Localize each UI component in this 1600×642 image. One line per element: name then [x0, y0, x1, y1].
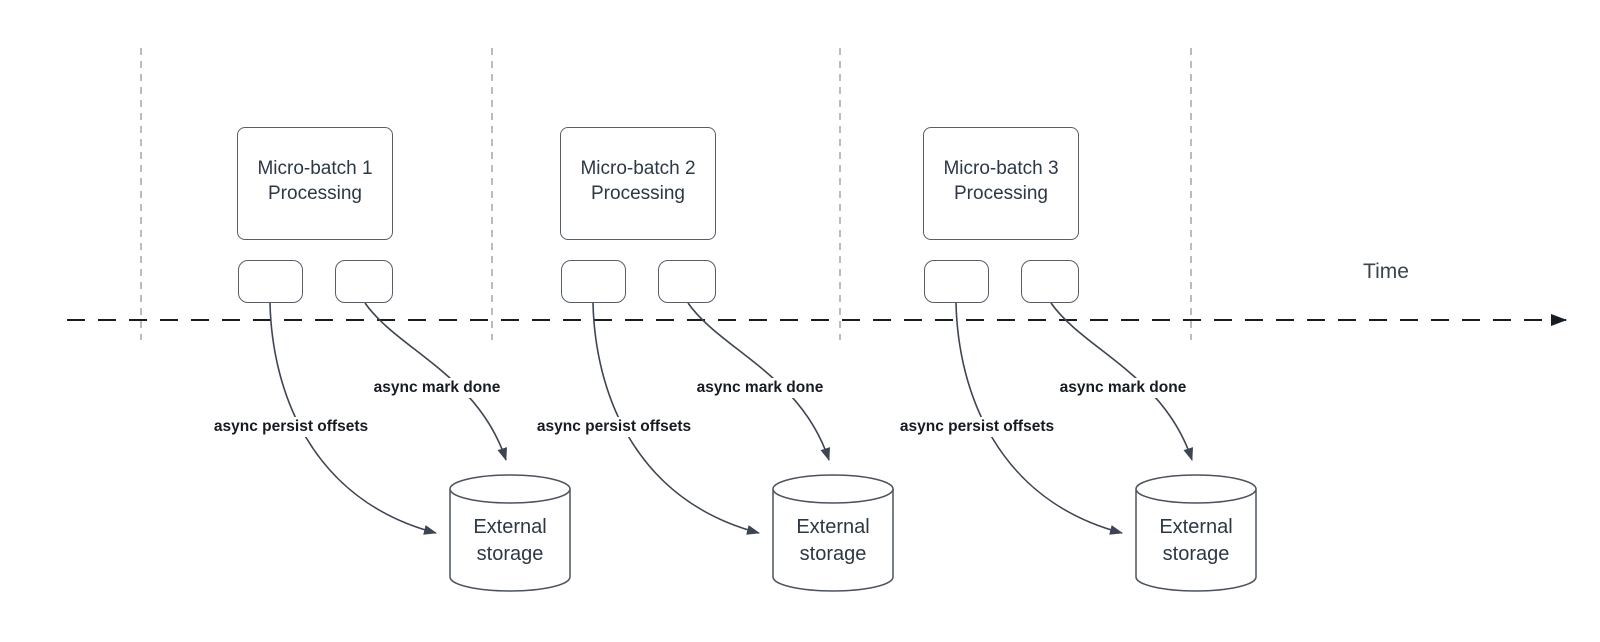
mark-done-label: async mark done	[692, 378, 828, 398]
micro-batch-3-processing-box: Micro-batch 3 Processing	[923, 127, 1079, 240]
mark-done-arrow	[364, 302, 507, 461]
micro-batch-3-task-a-box	[924, 260, 989, 303]
micro-batch-3-task-b-box	[1021, 260, 1079, 303]
mark-done-arrow	[687, 302, 830, 461]
persist-offsets-arrow	[955, 302, 1123, 535]
external-storage-cylinder	[449, 489, 571, 592]
micro-batch-2-subtitle: Processing	[591, 182, 685, 204]
persist-offsets-arrow	[592, 302, 760, 535]
external-storage-label: External storage	[1159, 516, 1233, 565]
external-storage-cylinder-top	[1135, 474, 1257, 504]
micro-batch-3-subtitle: Processing	[954, 182, 1048, 204]
external-storage-label: External storage	[473, 516, 547, 565]
external-storage-cylinder	[1135, 489, 1257, 592]
micro-batch-1-subtitle: Processing	[268, 182, 362, 204]
micro-batch-1-task-a-box	[238, 260, 303, 303]
external-storage-cylinder	[772, 489, 894, 592]
mark-done-arrow	[1050, 302, 1193, 461]
persist-offsets-label: async persist offsets	[895, 417, 1059, 437]
micro-batch-2-processing-box: Micro-batch 2 Processing	[560, 127, 716, 240]
mark-done-label: async mark done	[1055, 378, 1191, 398]
batch-group-1-shapes	[269, 302, 571, 592]
persist-offsets-label: async persist offsets	[209, 417, 373, 437]
mark-done-label: async mark done	[369, 378, 505, 398]
micro-batch-2-title: Micro-batch 2	[580, 157, 696, 179]
micro-batch-1-processing-box: Micro-batch 1 Processing	[237, 127, 393, 240]
micro-batch-3-title: Micro-batch 3	[943, 157, 1059, 179]
batch-group-3-shapes	[955, 302, 1257, 592]
micro-batch-1-title: Micro-batch 1	[257, 157, 373, 179]
external-storage-cylinder-top	[772, 474, 894, 504]
external-storage-cylinder-top	[449, 474, 571, 504]
time-axis-label: Time	[1363, 260, 1409, 283]
micro-batch-2-task-a-box	[561, 260, 626, 303]
persist-offsets-arrow	[269, 302, 437, 535]
persist-offsets-label: async persist offsets	[532, 417, 696, 437]
batch-group-2-shapes	[592, 302, 894, 592]
external-storage-label: External storage	[796, 516, 870, 565]
micro-batch-1-task-b-box	[335, 260, 393, 303]
micro-batch-2-task-b-box	[658, 260, 716, 303]
